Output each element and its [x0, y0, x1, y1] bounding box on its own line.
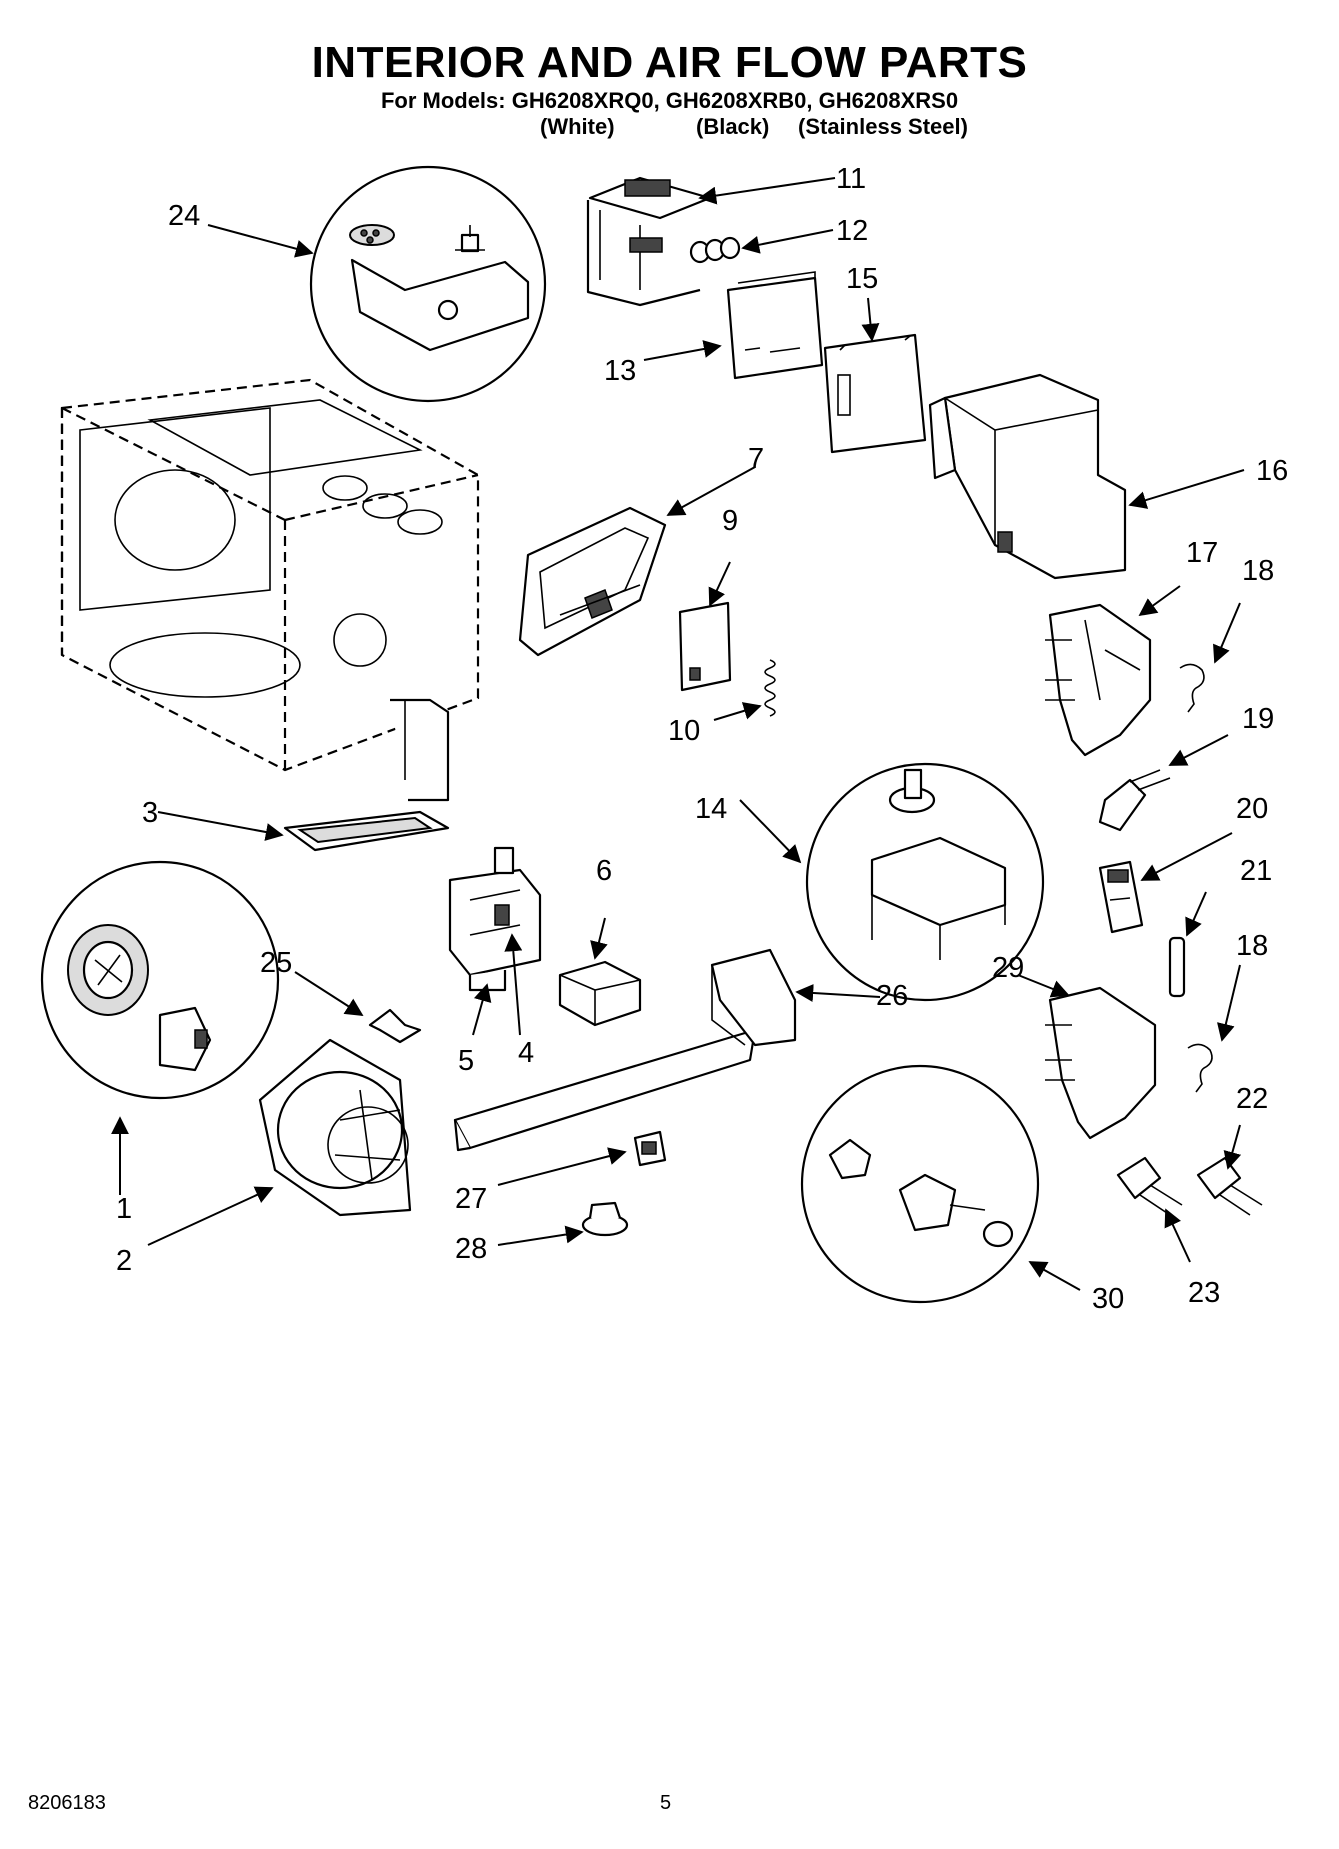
part-16-duct [928, 373, 1127, 580]
part-4-magnetron [448, 846, 542, 992]
part-30-detail-circle [800, 1064, 1040, 1304]
leader-arrows [111, 177, 1245, 1291]
part-18-spring-lower [1187, 1043, 1213, 1093]
callout-19: 19 [1242, 703, 1274, 735]
callout-24: 24 [168, 200, 200, 232]
part-24-detail-circle [309, 165, 547, 403]
callout-5: 5 [458, 1045, 474, 1077]
part-25-bracket [368, 1008, 422, 1044]
part-20-switch [1098, 860, 1144, 934]
callout-30: 30 [1092, 1283, 1124, 1315]
callout-29: 29 [992, 952, 1024, 984]
variant-stainless: (Stainless Steel) [798, 114, 968, 139]
callout-28: 28 [455, 1233, 487, 1265]
callout-4: 4 [518, 1037, 534, 1069]
callout-1: 1 [116, 1193, 132, 1225]
callout-3: 3 [142, 797, 158, 829]
part-15-board [823, 333, 927, 454]
callout-18-upper: 18 [1242, 555, 1274, 587]
callout-2: 2 [116, 1245, 132, 1277]
models-line: For Models: GH6208XRQ0, GH6208XRB0, GH62… [380, 88, 959, 113]
variant-black: (Black) [696, 114, 770, 139]
part-19-switch [1098, 769, 1171, 832]
part-3-tray [283, 810, 450, 852]
callout-15: 15 [846, 263, 878, 295]
part-14-detail-circle [805, 762, 1045, 1002]
part-10-spring [764, 659, 776, 717]
callout-22: 22 [1236, 1083, 1268, 1115]
callout-20: 20 [1236, 793, 1268, 825]
callout-13: 13 [604, 355, 636, 387]
part-11-bracket [586, 176, 712, 307]
part-28-grommet [581, 1201, 629, 1237]
page-title: INTERIOR AND AIR FLOW PARTS [311, 38, 1028, 87]
part-13-control-board [726, 271, 824, 380]
callout-6: 6 [596, 855, 612, 887]
callout-23: 23 [1188, 1277, 1220, 1309]
oven-cavity-assembly [60, 378, 480, 802]
document-number: 8206183 [28, 1792, 106, 1814]
part-23-switch [1116, 1156, 1183, 1216]
part-17-latch [1045, 603, 1152, 757]
part-12-fuses [689, 236, 741, 264]
page-number: 5 [660, 1792, 672, 1814]
part-18-spring-upper [1179, 663, 1205, 713]
callout-26: 26 [876, 980, 908, 1012]
variant-white: (White) [540, 114, 615, 139]
callout-14: 14 [695, 793, 727, 825]
callout-17: 17 [1186, 537, 1218, 569]
part-27-clip [633, 1130, 667, 1167]
part-26-air-guide [453, 948, 797, 1152]
callout-16: 16 [1256, 455, 1288, 487]
part-21-fuse [1168, 936, 1186, 998]
callout-11: 11 [836, 163, 866, 195]
callout-18-lower: 18 [1236, 930, 1268, 962]
part-6-capacitor [558, 960, 642, 1027]
callout-10: 10 [668, 715, 700, 747]
part-29-latch [1045, 986, 1157, 1140]
callout-labels: 11 12 13 15 16 7 9 10 17 18 19 20 21 18 … [116, 163, 1288, 1315]
callout-21: 21 [1240, 855, 1272, 887]
callout-7: 7 [748, 443, 764, 475]
part-22-switch [1196, 1156, 1263, 1216]
part-9-cover [678, 601, 732, 692]
callout-27: 27 [455, 1183, 487, 1215]
callout-9: 9 [722, 505, 738, 537]
callout-25: 25 [260, 947, 292, 979]
callout-12: 12 [836, 215, 868, 247]
part-2-blower [258, 1038, 412, 1217]
part-7-grille [518, 506, 667, 657]
part-1-detail-circle [40, 860, 280, 1100]
